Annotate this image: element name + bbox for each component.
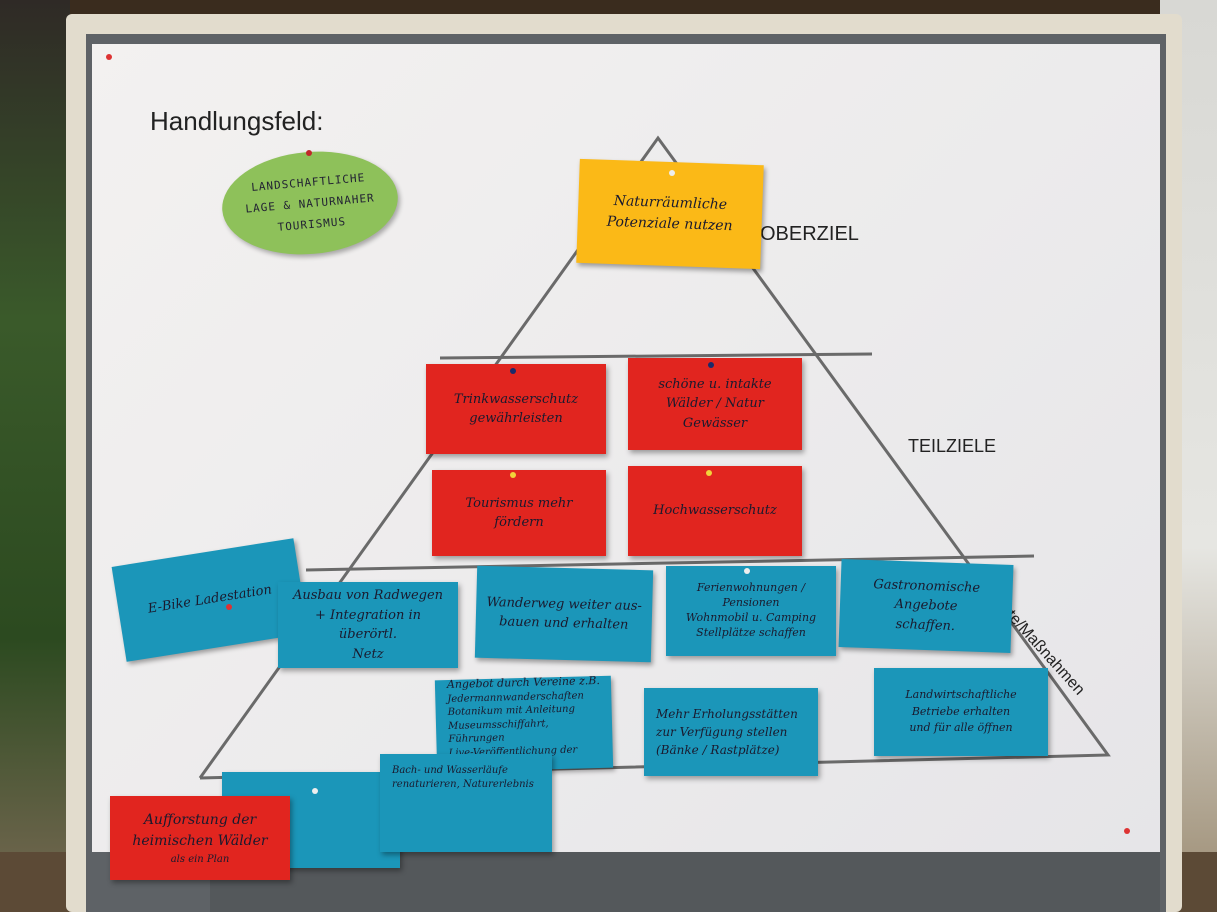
card-line: Hochwasserschutz [653, 503, 777, 519]
card-line: Ferienwohnungen / [696, 581, 806, 595]
white-pin [669, 170, 675, 176]
card-line: Bach- und Wasserläufe [392, 765, 508, 776]
card-line: und für alle öffnen [909, 721, 1013, 735]
oval-line: TOURISMUS [277, 214, 347, 234]
teilziel-card: schöne u. intakte Wälder / Natur Gewässe… [628, 358, 802, 450]
heading-handlungsfeld: Handlungsfeld: [150, 106, 324, 136]
massnahme-card: Wanderweg weiter aus- bauen und erhalten [474, 565, 654, 663]
card-line: Trinkwasserschutz [453, 391, 579, 407]
card-line: Wohnmobil u. Camping [685, 611, 817, 624]
card-line: zur Verfügung stellen [656, 725, 788, 739]
red-pin [106, 54, 112, 60]
card-line: Tourismus mehr [465, 495, 573, 511]
card-line: Netz [352, 646, 384, 662]
yellow-pin [706, 470, 712, 476]
card-line: (Bänke / Rastplätze) [656, 743, 780, 757]
card-line: Wälder / Natur [666, 396, 764, 412]
blue-pin [708, 362, 714, 368]
card-line: Potenziale nutzen [606, 213, 733, 235]
card-line: Aufforstung der [143, 811, 257, 828]
white-pin [744, 568, 750, 574]
teilziel-card: Hochwasserschutz [628, 466, 802, 556]
pyramid-divider-lower [305, 554, 1035, 572]
massnahme-card-red: Aufforstung der heimischen Wälder als ei… [110, 796, 290, 880]
card-line: Museumsschiffahrt, Führungen [447, 718, 549, 746]
card-line: schaffen. [895, 616, 956, 634]
card-line: Gewässer [682, 415, 748, 431]
card-line: als ein Plan [170, 853, 230, 865]
card-line: Landwirtschaftliche [905, 688, 1017, 702]
teilziel-card: Tourismus mehr fördern [432, 470, 606, 556]
red-pin [226, 604, 232, 610]
blue-pin [510, 368, 516, 374]
card-line: fördern [494, 515, 544, 530]
red-pin [1124, 828, 1130, 834]
card-line: heimischen Wälder [132, 832, 268, 849]
label-teilziele: TEILZIELE [908, 436, 997, 456]
card-line: Angebote [894, 597, 958, 615]
yellow-pin [510, 472, 516, 478]
massnahme-card: Ausbau von Radwegen + Integration in übe… [278, 582, 458, 668]
card-line: schöne u. intakte [658, 376, 772, 392]
card-line: Ausbau von Radwegen [292, 588, 444, 603]
card-line: + Integration in überörtl. [315, 607, 421, 643]
card-line: Pensionen [722, 596, 780, 610]
massnahme-card: Bach- und Wasserläufe renaturieren, Natu… [380, 754, 552, 852]
pyramid-divider-upper [439, 352, 873, 360]
red-pin [306, 150, 312, 156]
massnahme-card: Ferienwohnungen / Pensionen Wohnmobil u.… [666, 566, 836, 656]
card-line: gewährleisten [469, 411, 563, 426]
card-line: Mehr Erholungsstätten [656, 707, 798, 721]
massnahme-card: Gastronomische Angebote schaffen. [838, 559, 1014, 653]
card-line: Betriebe erhalten [911, 704, 1011, 718]
card-line: E-Bike Ladestation [146, 582, 273, 617]
room-background-left [0, 0, 70, 912]
teilziel-card: Trinkwasserschutz gewährleisten [426, 364, 606, 454]
card-line: Stellplätze schaffen [696, 625, 806, 639]
card-line: renaturieren, Naturerlebnis [392, 778, 534, 790]
massnahme-card: Landwirtschaftliche Betriebe erhalten un… [874, 668, 1048, 756]
massnahme-card: Mehr Erholungsstätten zur Verfügung stel… [644, 688, 818, 776]
white-pin [312, 788, 318, 794]
card-line: bauen und erhalten [498, 614, 629, 633]
label-oberziel: OBERZIEL [760, 223, 859, 245]
card-line: Gastronomische [873, 576, 981, 596]
